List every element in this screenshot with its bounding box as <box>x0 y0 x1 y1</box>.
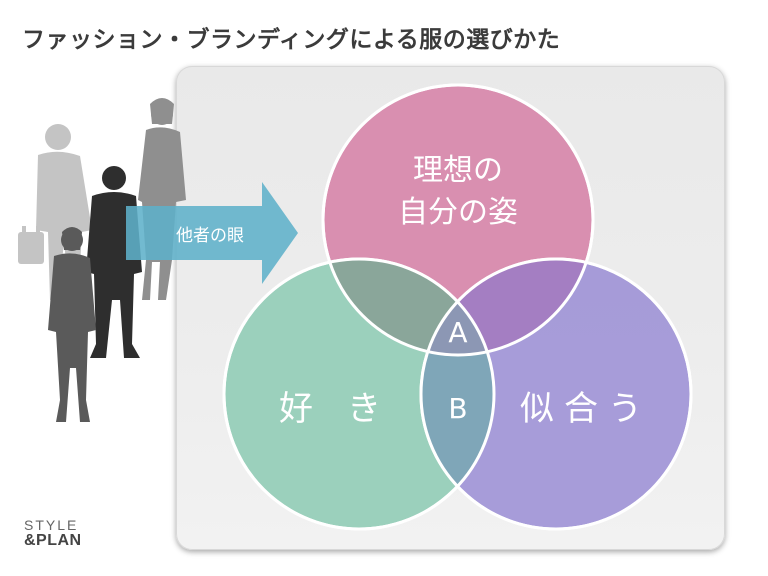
logo-line2: &PLAN <box>24 532 82 549</box>
region-a-label: A <box>448 316 467 349</box>
like-label: 好 き <box>279 389 381 429</box>
logo-line1: STYLE <box>24 517 79 533</box>
region-b-label: B <box>448 392 467 425</box>
brand-logo: STYLE &PLAN <box>24 517 82 549</box>
suits-label: 似合う <box>520 389 652 429</box>
venn-circles <box>222 83 693 531</box>
ideal-label-line1: 理想の <box>413 153 503 188</box>
ideal-label-line2: 自分の姿 <box>398 195 518 230</box>
overlap-ideal-like <box>323 260 493 355</box>
page-title: ファッション・ブランディングによる服の選びかた <box>22 27 561 53</box>
gaze-arrow: 他者の眼 <box>126 182 298 284</box>
overlap-ideal-suits <box>422 260 593 355</box>
arrow-label: 他者の眼 <box>176 226 244 246</box>
